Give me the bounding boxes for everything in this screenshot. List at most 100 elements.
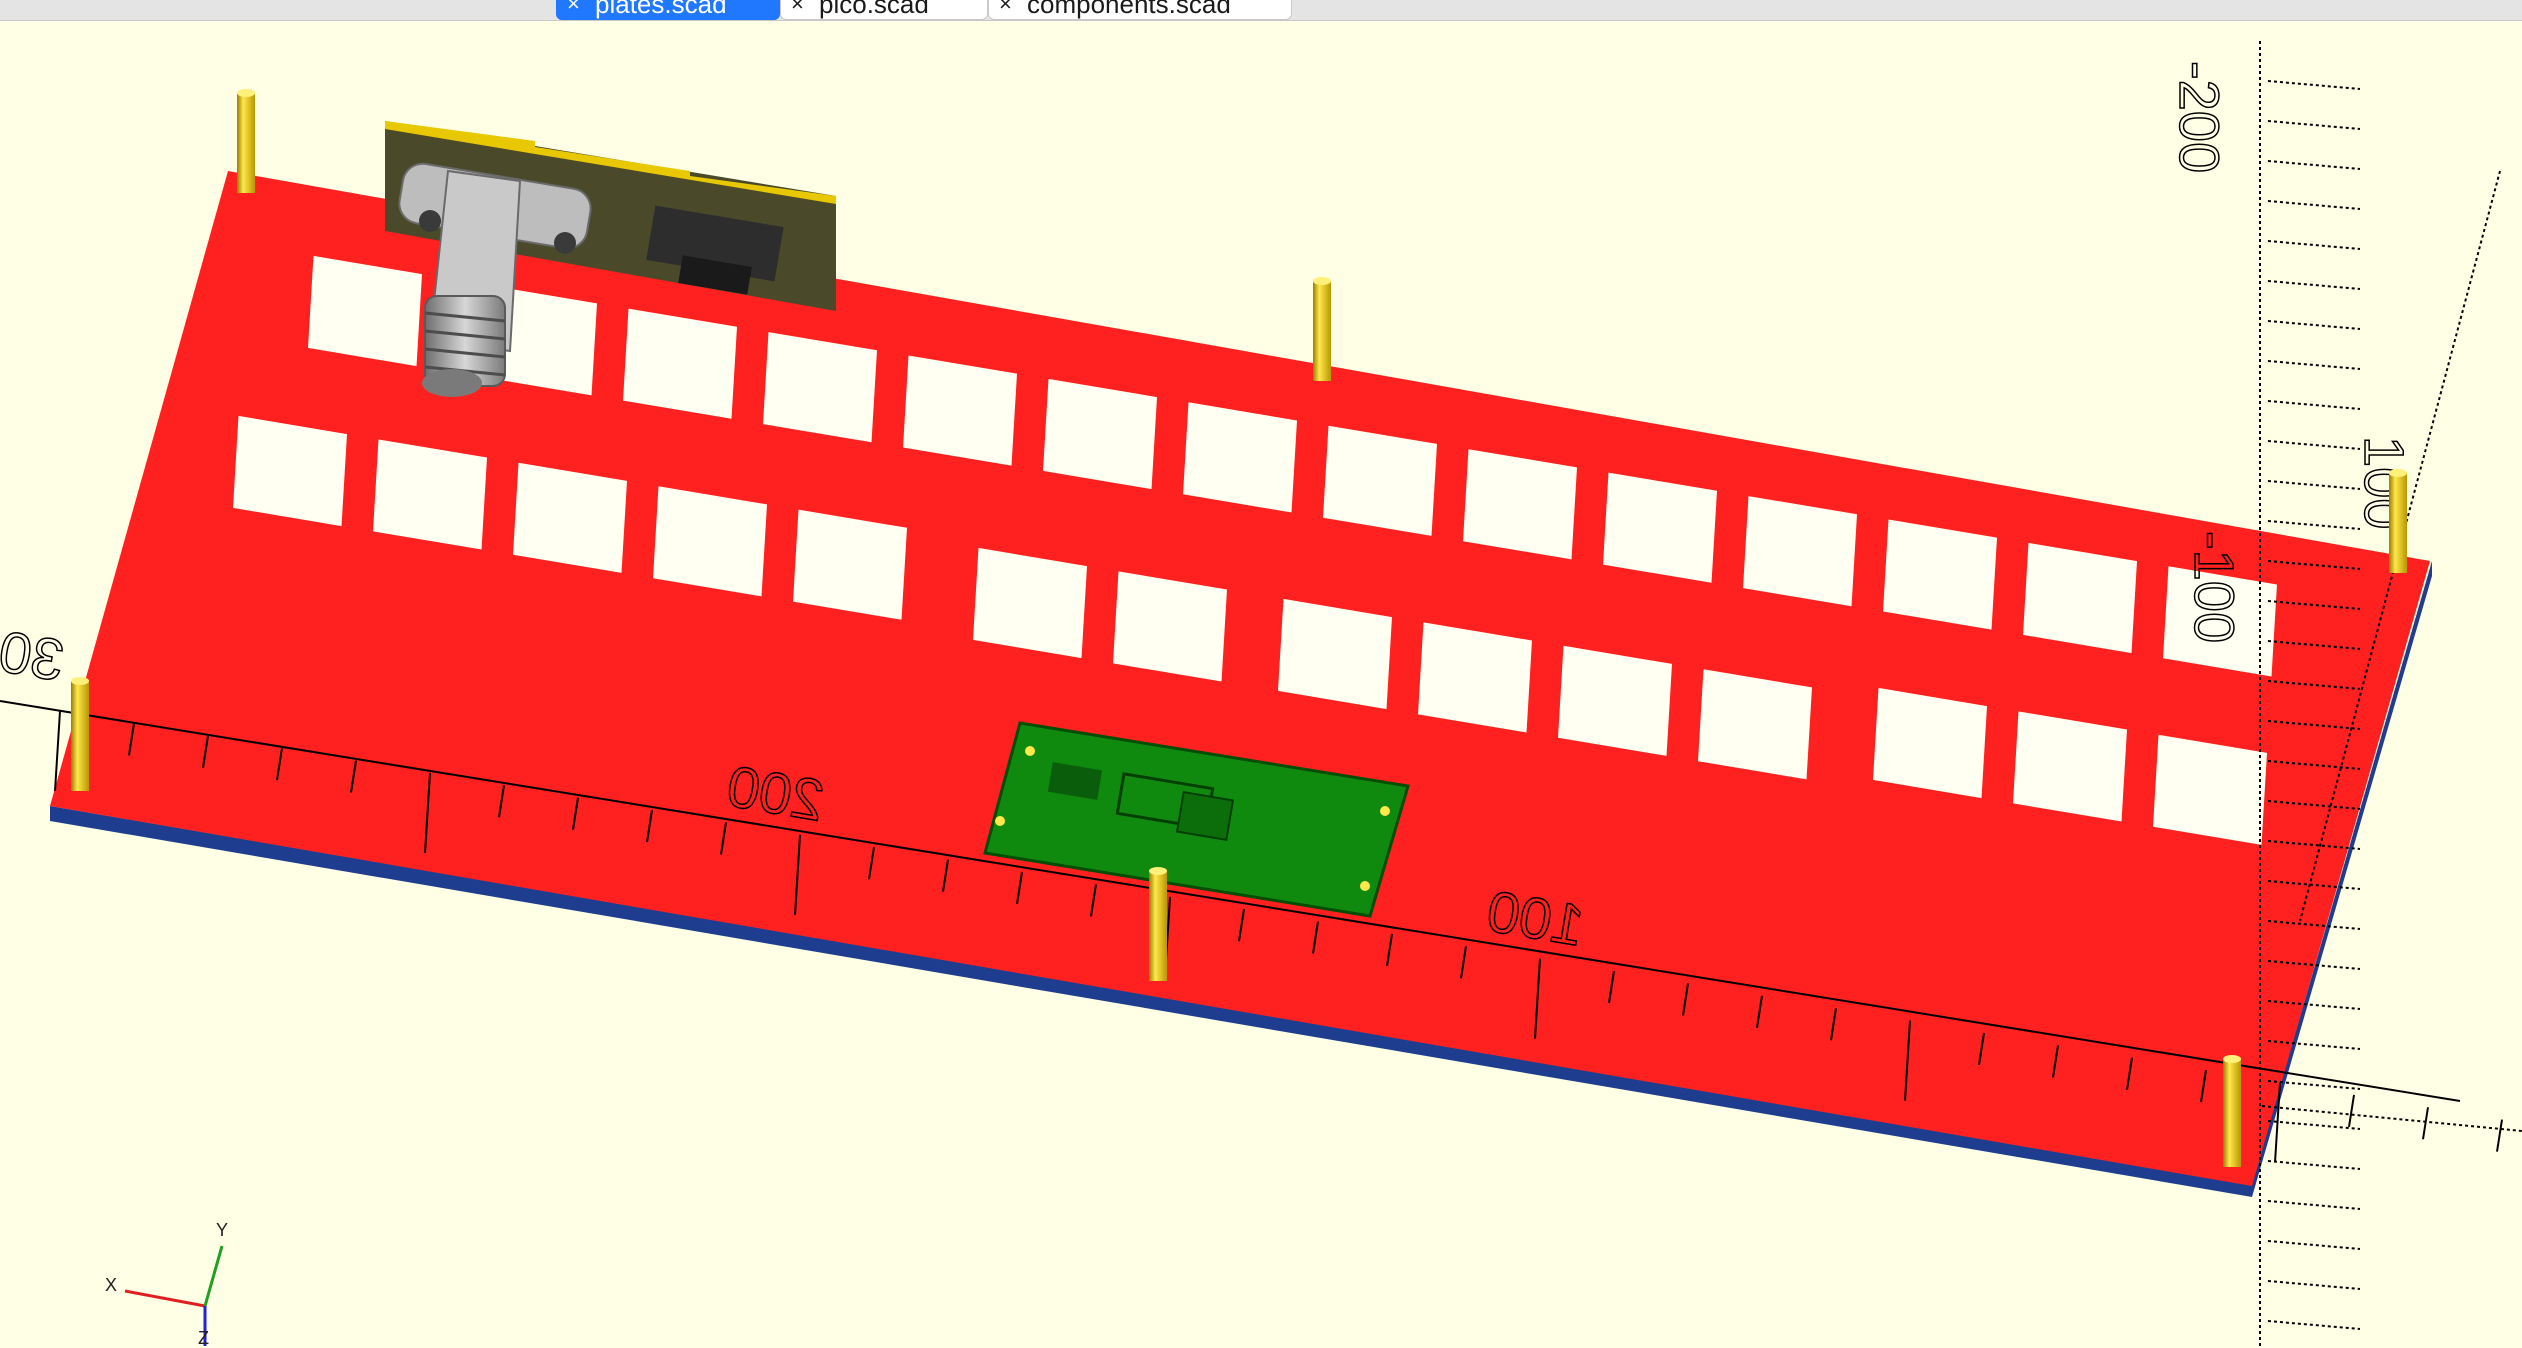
key-cutout xyxy=(1113,571,1227,682)
standoff-post xyxy=(2389,473,2407,573)
key-cutout xyxy=(2013,711,2127,822)
ruler-line xyxy=(2267,1160,2361,1170)
plate-edge xyxy=(50,806,2252,1197)
axis-z-label: Z xyxy=(198,1328,209,1348)
axis-rulers xyxy=(0,41,2522,1348)
ruler-line xyxy=(1238,908,1245,942)
ruler-label-30: 30 xyxy=(0,619,69,694)
key-cutout xyxy=(1323,425,1437,536)
ruler-label-minus-100: -100 xyxy=(2183,531,2246,643)
key-cutout xyxy=(1278,598,1392,710)
key-cutout xyxy=(973,547,1087,659)
ruler-line xyxy=(720,822,727,855)
tab-components-scad[interactable]: × components.scad xyxy=(988,0,1292,20)
key-cutout xyxy=(2163,566,2277,677)
ruler-line xyxy=(2267,440,2361,450)
key-cutout xyxy=(1603,472,1717,583)
standoff-top xyxy=(71,677,89,685)
ruler-line xyxy=(2267,240,2361,250)
ruler-line xyxy=(2267,1320,2361,1330)
tab-plates-scad[interactable]: × plates.scad xyxy=(556,0,780,20)
key-cutout xyxy=(2153,734,2267,845)
key-cutout xyxy=(1418,622,1532,733)
ruler-line xyxy=(202,735,209,768)
ruler-line xyxy=(1090,884,1097,917)
standoff-post xyxy=(71,681,89,791)
key-cutout xyxy=(1043,378,1157,490)
ruler-line xyxy=(1386,933,1393,967)
key-cutout xyxy=(308,255,422,367)
ruler-line xyxy=(1830,1008,1837,1041)
ruler-label-minus-200: -200 xyxy=(2168,61,2231,173)
key-cutout xyxy=(903,355,1017,466)
standoff-post xyxy=(2223,1059,2241,1167)
ruler-line xyxy=(128,723,135,756)
tab-close-icon[interactable]: × xyxy=(999,0,1012,16)
ruler-line xyxy=(1534,958,1541,1039)
editor-tab-bar: × plates.scad × pico.scad × components.s… xyxy=(0,0,2522,21)
ruler-line xyxy=(2261,1105,2522,1132)
key-cutout xyxy=(623,308,737,419)
ruler-line xyxy=(2267,480,2361,490)
tab-label: plates.scad xyxy=(595,0,727,19)
ruler-line xyxy=(1608,970,1615,1004)
key-cutout xyxy=(793,509,907,620)
ruler-line xyxy=(2267,80,2361,90)
ruler-line xyxy=(1682,983,1689,1016)
axis-y-label: Y xyxy=(216,1220,228,1240)
plate-top xyxy=(50,171,2430,1186)
tab-label: pico.scad xyxy=(819,0,929,19)
ruler-line xyxy=(2267,1240,2361,1250)
3d-viewport[interactable]: 200 100 30 -200 100 -100 xyxy=(0,21,2522,1348)
ruler-line xyxy=(498,785,505,818)
key-cutout xyxy=(1558,645,1672,756)
ruler-line xyxy=(942,859,949,892)
ruler-line xyxy=(2348,1094,2355,1128)
ruler-line xyxy=(646,809,653,843)
key-cutout xyxy=(1183,402,1297,513)
ruler-line xyxy=(2126,1057,2133,1090)
tab-close-icon[interactable]: × xyxy=(567,0,580,16)
ruler-line xyxy=(2267,1120,2361,1130)
ruler-line xyxy=(868,847,875,880)
standoff-top xyxy=(2223,1055,2241,1063)
scene-render: 200 100 30 -200 100 -100 xyxy=(0,41,2522,1348)
tab-label: components.scad xyxy=(1027,0,1231,19)
key-cutout xyxy=(653,486,767,597)
standoff-post xyxy=(1313,281,1331,381)
key-cutout xyxy=(233,415,347,527)
key-cutout xyxy=(1873,687,1987,799)
tab-close-icon[interactable]: × xyxy=(791,0,804,16)
axes-gizmo: X Y Z xyxy=(105,1220,228,1348)
ruler-line xyxy=(2267,400,2361,410)
ruler-line xyxy=(1312,921,1319,954)
ruler-line xyxy=(2267,1200,2361,1210)
key-cutout xyxy=(1463,449,1577,560)
tab-pico-scad[interactable]: × pico.scad xyxy=(780,0,988,20)
ruler-line xyxy=(2200,1069,2207,1103)
ruler-line xyxy=(2267,360,2361,370)
ruler-line xyxy=(2422,1107,2429,1140)
ruler-line xyxy=(2052,1045,2059,1078)
ruler-line xyxy=(2496,1119,2503,1152)
standoff-post xyxy=(1149,871,1167,981)
ruler-line xyxy=(1460,946,1467,979)
key-cutout xyxy=(1698,669,1812,780)
key-cutout xyxy=(1883,519,1997,630)
axis-x-label: X xyxy=(105,1275,117,1295)
standoff-top xyxy=(2389,469,2407,477)
standoffs xyxy=(71,89,2407,1167)
ruler-line xyxy=(2267,320,2361,330)
plate-side-right xyxy=(2252,561,2432,1197)
ruler-line xyxy=(1756,995,1763,1028)
standoff-top xyxy=(1313,277,1331,285)
key-cutout xyxy=(1743,496,1857,607)
keyboard-plate xyxy=(50,171,2432,1197)
key-cutout xyxy=(2023,542,2137,654)
ruler-line xyxy=(1016,871,1023,905)
pico-board xyxy=(983,721,1410,918)
ruler-line xyxy=(2267,160,2361,170)
ruler-line xyxy=(2267,200,2361,210)
ruler-line xyxy=(350,760,357,793)
ruler-line xyxy=(2267,120,2361,130)
